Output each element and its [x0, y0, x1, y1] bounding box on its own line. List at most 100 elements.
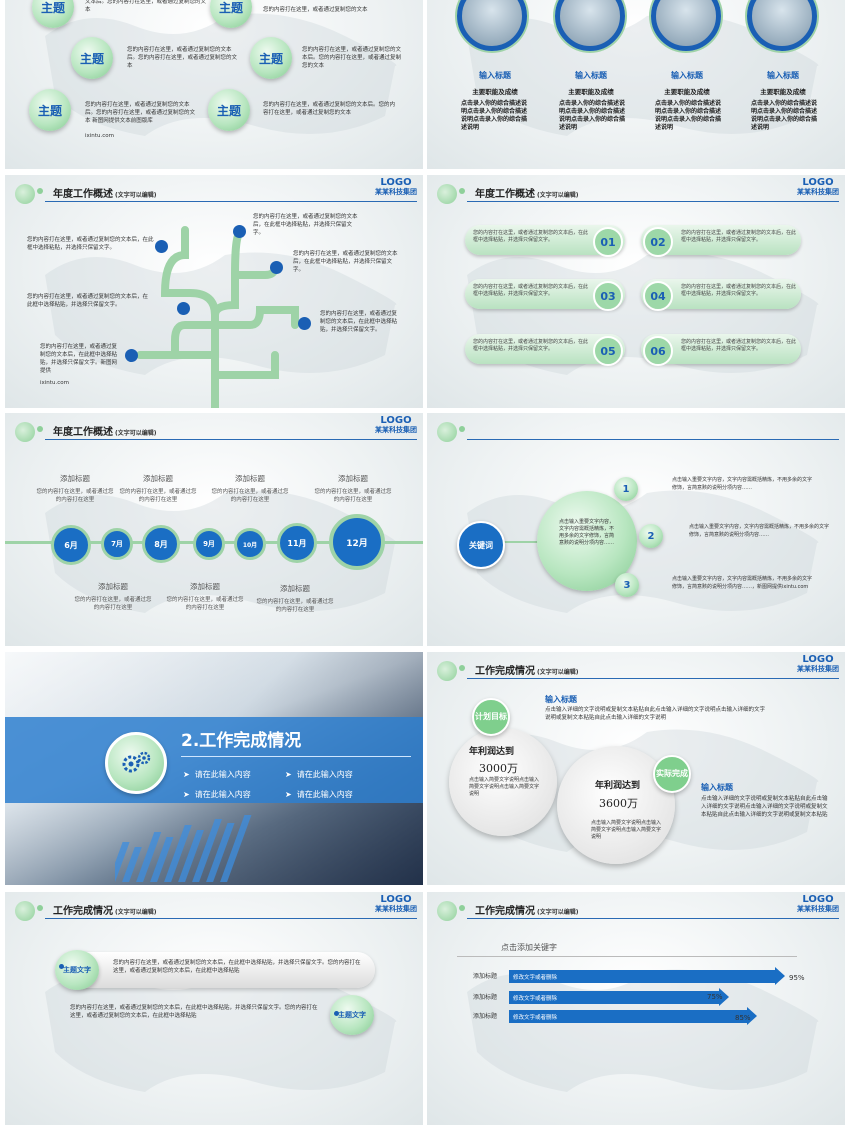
slide-topics[interactable]: 主题 文本后。您的内容打在这里，或者通过复制您的文本 主题 您的内容打在这里，或… — [5, 0, 423, 169]
topic-text: 文本后。您的内容打在这里，或者通过复制您的文本 — [85, 0, 207, 13]
keyword-circle[interactable]: 关键词 — [457, 521, 505, 569]
header-dot-icon — [15, 422, 35, 442]
keyword-heading: 点击添加关键字 — [501, 943, 557, 952]
section-item[interactable]: ➤ 请在此输入内容 — [285, 770, 353, 779]
source-text: ixintu.com — [85, 133, 114, 139]
item-text: 点击输入重要文字内容，文字内容需概括精炼，不用多余的文字修饰，言简意赅的说明分项… — [672, 576, 813, 590]
topic-circle[interactable]: 主题 — [29, 89, 71, 131]
slide-title-note: (文字可以编辑) — [115, 192, 157, 199]
slide-title: 工作完成情况(文字可以编辑) — [53, 902, 157, 917]
slide-photo-columns[interactable]: 输入标题 主要职能及成绩 点击录入你的综合描述说明点击录入你的综合描述说明点击录… — [427, 0, 845, 169]
topic-text: 您的内容打在这里，或者通过复制您的文本后，在此框中选择粘贴，并选择只保留文字。您… — [70, 1005, 318, 1019]
pill-text: 您的内容打在这里，或者通过复制您的文本后，在此框中选择粘贴，并选择只保留文字。 — [681, 284, 797, 297]
title-band — [5, 717, 423, 803]
pill-text: 您的内容打在这里，或者通过复制您的文本后，在此框中选择粘贴，并选择只保留文字。 — [681, 230, 797, 243]
bottom-label: 添加标题 — [190, 582, 220, 591]
column-desc: 点击录入你的综合描述说明点击录入你的综合描述说明点击录入你的综合描述说明 — [655, 100, 722, 131]
month-node[interactable]: 8月 — [142, 525, 180, 563]
slide-title-text: 工作完成情况 — [475, 666, 535, 677]
topic-circle[interactable]: 主题 — [210, 0, 252, 28]
header-dot-icon — [459, 188, 465, 194]
slide-section-title[interactable]: 2.工作完成情况 ➤ 请在此输入内容 ➤ 请在此输入内容 ➤ 请在此输入内容 ➤… — [5, 652, 423, 885]
slide-title: 工作完成情况(文字可以编辑) — [475, 662, 579, 677]
slide-title: 年度工作概述(文字可以编辑) — [53, 185, 157, 200]
bottom-text: 您的内容打在这里，或者通过您的内容打在这里 — [166, 597, 244, 611]
progress-bar[interactable]: 修改文字或者删除 — [509, 967, 785, 985]
header-divider — [45, 918, 417, 919]
node-dot[interactable] — [298, 317, 311, 330]
month-node[interactable]: 6月 — [51, 525, 91, 565]
topic-circle[interactable]: 主题 — [71, 37, 113, 79]
node-dot[interactable] — [125, 349, 138, 362]
header-divider — [467, 678, 839, 679]
month-node[interactable]: 7月 — [101, 528, 133, 560]
company-name: 某某科技集团 — [375, 188, 417, 196]
header-dot-icon — [437, 184, 457, 204]
slide-title-note: (文字可以编辑) — [115, 430, 157, 437]
column-title: 输入标题 — [575, 71, 607, 80]
section-item-text: 请在此输入内容 — [194, 790, 251, 799]
actual-text: 点击输入简要文字说明点击输入简要文字说明点击输入简要文字说明 — [591, 820, 662, 840]
month-node[interactable]: 10月 — [234, 528, 266, 560]
slide-title-text: 年度工作概述 — [475, 189, 535, 200]
column-subtitle: 主要职能及成绩 — [568, 88, 614, 96]
top-text: 您的内容打在这里，或者通过您的内容打在这里 — [119, 489, 197, 503]
topic-circle[interactable]: 主题 — [208, 89, 250, 131]
topic-circle[interactable]: 主题 — [32, 0, 74, 28]
month-node[interactable]: 11月 — [277, 523, 317, 563]
plan-value: 3000万 — [479, 762, 518, 775]
header-dot-icon — [437, 422, 457, 442]
topic-text: 您的内容打在这里，或者通过复制您的文本后。您的内容打在这里，或者通过复制您的文本 — [302, 47, 402, 69]
pill-item[interactable]: 您的内容打在这里，或者通过复制您的文本后，在此框中选择粘贴，并选择只保留文字。0… — [465, 334, 625, 366]
month-node[interactable]: 12月 — [329, 514, 385, 570]
number-circle[interactable]: 1 — [614, 477, 638, 501]
input-title: 输入标题 — [701, 783, 733, 792]
slide-title: 年度工作概述(文字可以编辑) — [53, 423, 157, 438]
number-circle[interactable]: 3 — [615, 573, 639, 597]
topic-badge[interactable]: 主题文字 — [55, 950, 99, 990]
bar-chart-graphic — [115, 815, 252, 882]
pill-item[interactable]: 02 您的内容打在这里，或者通过复制您的文本后，在此框中选择粘贴，并选择只保留文字… — [641, 225, 801, 257]
item-text: 点击输入重要文字内容，文字内容需概括精炼，不用多余的文字修饰，言简意赅的说明分项… — [689, 524, 830, 538]
progress-bar[interactable]: 修改文字或者删除 — [509, 1007, 757, 1025]
keyword-underline — [457, 956, 797, 957]
column-title: 输入标题 — [671, 71, 703, 80]
pill-item[interactable]: 您的内容打在这里，或者通过复制您的文本后，在此框中选择粘贴，并选择只保留文字。0… — [465, 225, 625, 257]
pill-item[interactable]: 06 您的内容打在这里，或者通过复制您的文本后，在此框中选择粘贴，并选择只保留文字… — [641, 334, 801, 366]
slide-title-text: 年度工作概述 — [53, 189, 113, 200]
node-dot[interactable] — [270, 261, 283, 274]
node-dot[interactable] — [233, 225, 246, 238]
progress-bar[interactable]: 修改文字或者删除 — [509, 988, 729, 1006]
node-dot[interactable] — [177, 302, 190, 315]
node-dot[interactable] — [155, 240, 168, 253]
pill-number: 02 — [643, 227, 673, 257]
pill-number: 03 — [593, 281, 623, 311]
topic-bar — [65, 952, 375, 988]
pill-item[interactable]: 您的内容打在这里，或者通过复制您的文本后，在此框中选择粘贴，并选择只保留文字。0… — [465, 279, 625, 311]
month-node[interactable]: 9月 — [193, 528, 225, 560]
tree-diagram — [136, 226, 299, 408]
section-item[interactable]: ➤ 请在此输入内容 — [183, 790, 251, 799]
pill-text: 您的内容打在这里，或者通过复制您的文本后，在此框中选择粘贴，并选择只保留文字。 — [681, 339, 797, 352]
slide-title: 年度工作概述(文字可以编辑) — [475, 185, 579, 200]
pill-number: 06 — [643, 336, 673, 366]
column-desc: 点击录入你的综合描述说明点击录入你的综合描述说明点击录入你的综合描述说明 — [461, 100, 528, 131]
topic-circle[interactable]: 主题 — [250, 37, 292, 79]
header-dot-icon — [37, 905, 43, 911]
section-item[interactable]: ➤ 请在此输入内容 — [183, 770, 251, 779]
pill-number: 01 — [593, 227, 623, 257]
number-circle[interactable]: 2 — [639, 524, 663, 548]
section-item[interactable]: ➤ 请在此输入内容 — [285, 790, 353, 799]
top-label: 添加标题 — [143, 474, 173, 483]
slide-keyword[interactable]: 关键词 点击输入重要文字内容，文字内容需概括精炼，不用多余的文字修饰，言简意赅的… — [427, 413, 845, 646]
